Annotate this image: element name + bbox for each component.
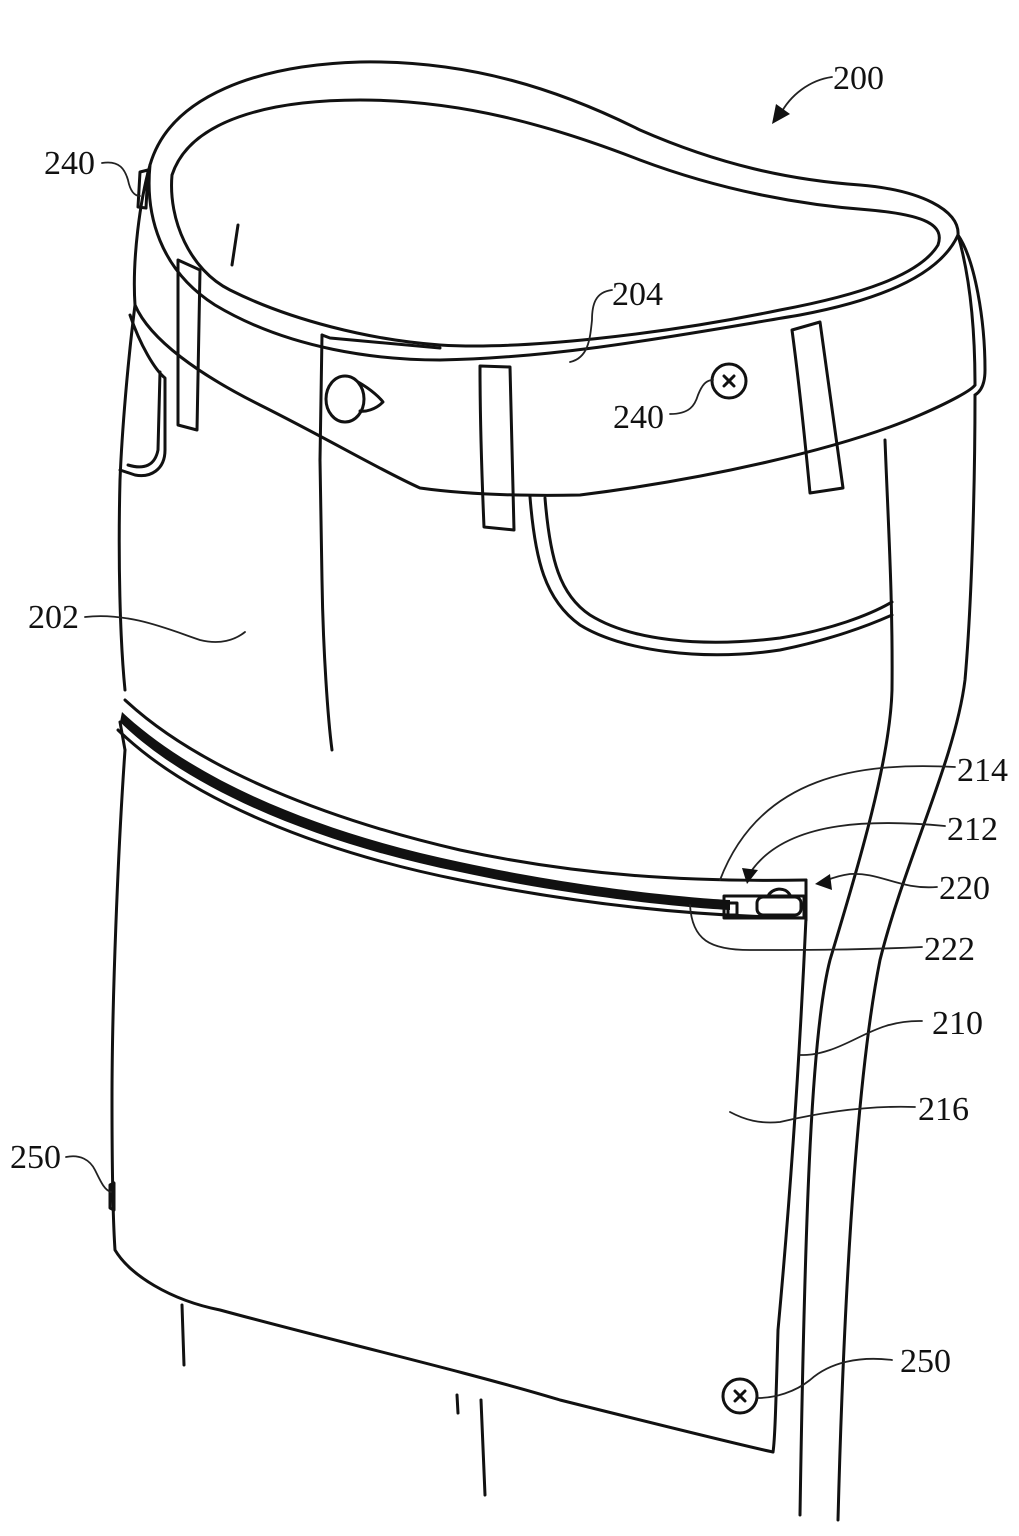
label-212: 212	[947, 811, 998, 848]
waistband-front	[132, 163, 987, 497]
legs	[180, 1303, 487, 1497]
label-200: 200	[833, 60, 884, 97]
waistband-opening	[147, 60, 960, 362]
right-body-edge-outer	[836, 393, 977, 1522]
fastener-250-side-icon	[108, 1181, 116, 1212]
left-side-pocket	[118, 313, 167, 478]
label-220: 220	[939, 870, 990, 907]
label-222: 222	[924, 931, 975, 968]
right-front-pocket	[528, 495, 894, 657]
label-216: 216	[918, 1091, 969, 1128]
label-240-front: 240	[613, 399, 664, 436]
label-214: 214	[957, 752, 1008, 789]
right-body-edge-inner	[798, 438, 894, 1517]
fly-panel	[318, 333, 442, 752]
label-250-front: 250	[900, 1343, 951, 1380]
waistband-button-icon	[324, 374, 385, 424]
label-240-side: 240	[44, 145, 95, 182]
left-body-edge	[117, 303, 137, 692]
label-204: 204	[612, 276, 663, 313]
reference-labels: 200 240 204 240 202 214 212 220 222 210 …	[10, 60, 1008, 1380]
fastener-240-front-icon	[710, 362, 748, 400]
belt-loops	[176, 258, 845, 532]
label-202: 202	[28, 599, 79, 636]
label-210: 210	[932, 1005, 983, 1042]
label-250-side: 250	[10, 1139, 61, 1176]
fastener-250-front-icon	[721, 1377, 759, 1415]
zipper	[116, 698, 808, 922]
lower-panel	[110, 720, 808, 1454]
leader-lines	[65, 76, 956, 1399]
